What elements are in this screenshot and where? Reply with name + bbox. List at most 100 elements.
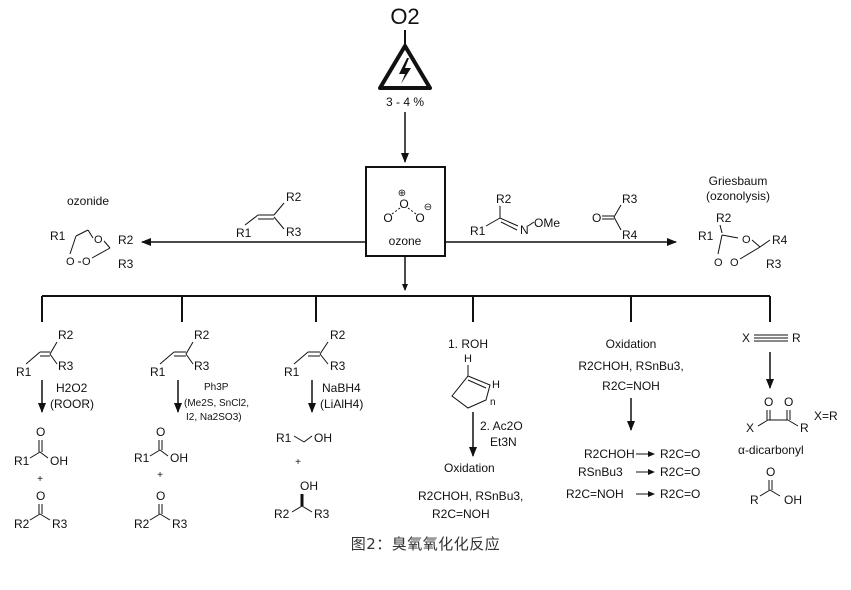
column-oxidation: Oxidation R2CHOH, RSnBu3, R2C=NOH R2CHOH…: [566, 337, 700, 501]
svg-text:O: O: [36, 425, 45, 439]
svg-text:O: O: [383, 211, 392, 225]
svg-text:I2, Na2SO3): I2, Na2SO3): [186, 412, 242, 423]
svg-text:RSnBu3: RSnBu3: [578, 465, 623, 479]
svg-text:O: O: [82, 256, 91, 268]
svg-text:R2CHOH, RSnBu3,: R2CHOH, RSnBu3,: [578, 359, 683, 373]
svg-text:R2CHOH: R2CHOH: [584, 447, 635, 461]
svg-text:O: O: [66, 256, 75, 268]
svg-text:R3: R3: [622, 192, 638, 206]
svg-text:O: O: [592, 211, 601, 225]
svg-text:O: O: [784, 395, 793, 409]
svg-text:2. Ac2O: 2. Ac2O: [480, 419, 523, 433]
svg-text:+: +: [157, 470, 163, 481]
svg-text:O: O: [399, 197, 408, 211]
griesbaum-title: Griesbaum: [709, 174, 768, 188]
svg-text:Et3N: Et3N: [490, 435, 517, 449]
ozonide-label: ozonide: [67, 194, 109, 208]
svg-text:OH: OH: [170, 451, 188, 465]
svg-text:R2: R2: [330, 328, 346, 342]
griesbaum-product: R1 R2 R4 R3 O O O: [698, 211, 788, 271]
oxime-reactant: R1 R2 N OMe: [470, 192, 560, 238]
svg-text:+: +: [37, 474, 43, 485]
svg-text:Oxidation: Oxidation: [444, 461, 495, 475]
svg-text:R2: R2: [118, 233, 134, 247]
svg-text:OMe: OMe: [534, 216, 560, 230]
branch-bracket: [41, 256, 771, 322]
svg-text:OH: OH: [784, 493, 802, 507]
svg-text:O: O: [766, 465, 775, 479]
svg-text:R3: R3: [118, 257, 134, 271]
svg-text:R3: R3: [766, 257, 782, 271]
column-alkyne-cleavage: X R O O X R X=R α-dicarbonyl O R OH: [738, 331, 838, 507]
column-reductive-workup: R1 R2 R3 Ph3P (Me2S, SnCl2, I2, Na2SO3) …: [134, 328, 249, 530]
svg-text:R2: R2: [274, 507, 290, 521]
svg-text:R4: R4: [772, 233, 788, 247]
griesbaum-subtitle: (ozonolysis): [706, 189, 770, 203]
svg-text:R2: R2: [134, 517, 150, 530]
svg-text:O: O: [36, 489, 45, 503]
svg-text:O: O: [714, 257, 723, 269]
discharge-yield: 3 - 4 %: [386, 95, 424, 109]
svg-text:R3: R3: [314, 507, 330, 521]
svg-text:R4: R4: [622, 228, 638, 242]
svg-text:R1: R1: [50, 229, 66, 243]
svg-text:R1: R1: [284, 365, 300, 379]
svg-text:n: n: [490, 397, 496, 408]
ozone-minus-charge: ⊖: [424, 202, 432, 213]
ozone-plus-charge: ⊕: [398, 188, 406, 199]
svg-text:R3: R3: [58, 359, 74, 373]
svg-text:R2C=O: R2C=O: [660, 487, 700, 501]
column-cyclic-alkene: 1. ROH H H n 2. Ac2O Et3N Oxidation R2CH…: [418, 337, 523, 521]
high-voltage-warning-icon: [378, 44, 432, 90]
column-oxidative-workup: R1 R2 R3 H2O2 (ROOR) O R1 OH + O R2 R3: [14, 328, 94, 530]
x-equals-r-note: X=R: [814, 409, 838, 423]
alkene-reactant-left: R1 R2 R3: [236, 190, 302, 240]
svg-text:R2C=O: R2C=O: [660, 447, 700, 461]
svg-text:R3: R3: [286, 225, 302, 239]
svg-text:H: H: [464, 353, 472, 365]
svg-text:1. ROH: 1. ROH: [448, 337, 488, 351]
svg-text:R2CHOH, RSnBu3,: R2CHOH, RSnBu3,: [418, 489, 523, 503]
svg-text:R2: R2: [194, 328, 210, 342]
svg-text:O: O: [156, 425, 165, 439]
svg-text:O: O: [764, 395, 773, 409]
svg-text:OH: OH: [300, 479, 318, 493]
svg-text:R1: R1: [150, 365, 166, 379]
svg-text:N: N: [520, 223, 529, 237]
svg-text:O: O: [730, 257, 739, 269]
svg-text:R2: R2: [58, 328, 74, 342]
svg-text:R2: R2: [496, 192, 512, 206]
svg-text:R2: R2: [286, 190, 302, 204]
svg-text:X: X: [746, 421, 754, 435]
svg-text:O: O: [415, 211, 424, 225]
svg-text:O: O: [742, 234, 751, 246]
svg-text:X: X: [742, 331, 750, 345]
svg-text:R2: R2: [14, 517, 30, 530]
svg-text:R2: R2: [716, 211, 732, 225]
svg-text:Oxidation: Oxidation: [606, 337, 657, 351]
column-hydride-reduction: R1 R2 R3 NaBH4 (LiAlH4) R1 OH + OH R2 R3: [274, 328, 363, 521]
svg-text:R2C=NOH: R2C=NOH: [432, 507, 490, 521]
svg-text:R: R: [792, 331, 801, 345]
svg-text:OH: OH: [314, 431, 332, 445]
svg-text:R: R: [750, 493, 759, 507]
svg-text:+: +: [295, 457, 301, 468]
figure-caption: 图2：臭氧氧化化反应: [350, 535, 501, 553]
svg-text:OH: OH: [50, 454, 68, 468]
ozone-label: ozone: [389, 234, 422, 248]
svg-text:NaBH4: NaBH4: [322, 381, 361, 395]
svg-text:Ph3P: Ph3P: [204, 382, 229, 393]
dicarbonyl-label: α-dicarbonyl: [738, 443, 804, 457]
svg-text:R3: R3: [194, 359, 210, 373]
svg-text:(Me2S, SnCl2,: (Me2S, SnCl2,: [184, 398, 249, 409]
svg-text:(LiAlH4): (LiAlH4): [320, 397, 363, 411]
svg-text:R1: R1: [470, 224, 486, 238]
ozonolysis-reaction-scheme: O2 3 - 4 % ⊕ ⊖ O O O ozone R1 R2 R3 ozon…: [14, 4, 838, 530]
svg-text:(ROOR): (ROOR): [50, 397, 94, 411]
svg-text:R2C=NOH: R2C=NOH: [566, 487, 624, 501]
ketone-reactant: O R3 R4: [592, 192, 638, 242]
svg-text:O: O: [94, 234, 103, 246]
svg-text:R1: R1: [276, 431, 292, 445]
svg-text:H2O2: H2O2: [56, 381, 88, 395]
oxygen-label: O2: [390, 4, 419, 29]
